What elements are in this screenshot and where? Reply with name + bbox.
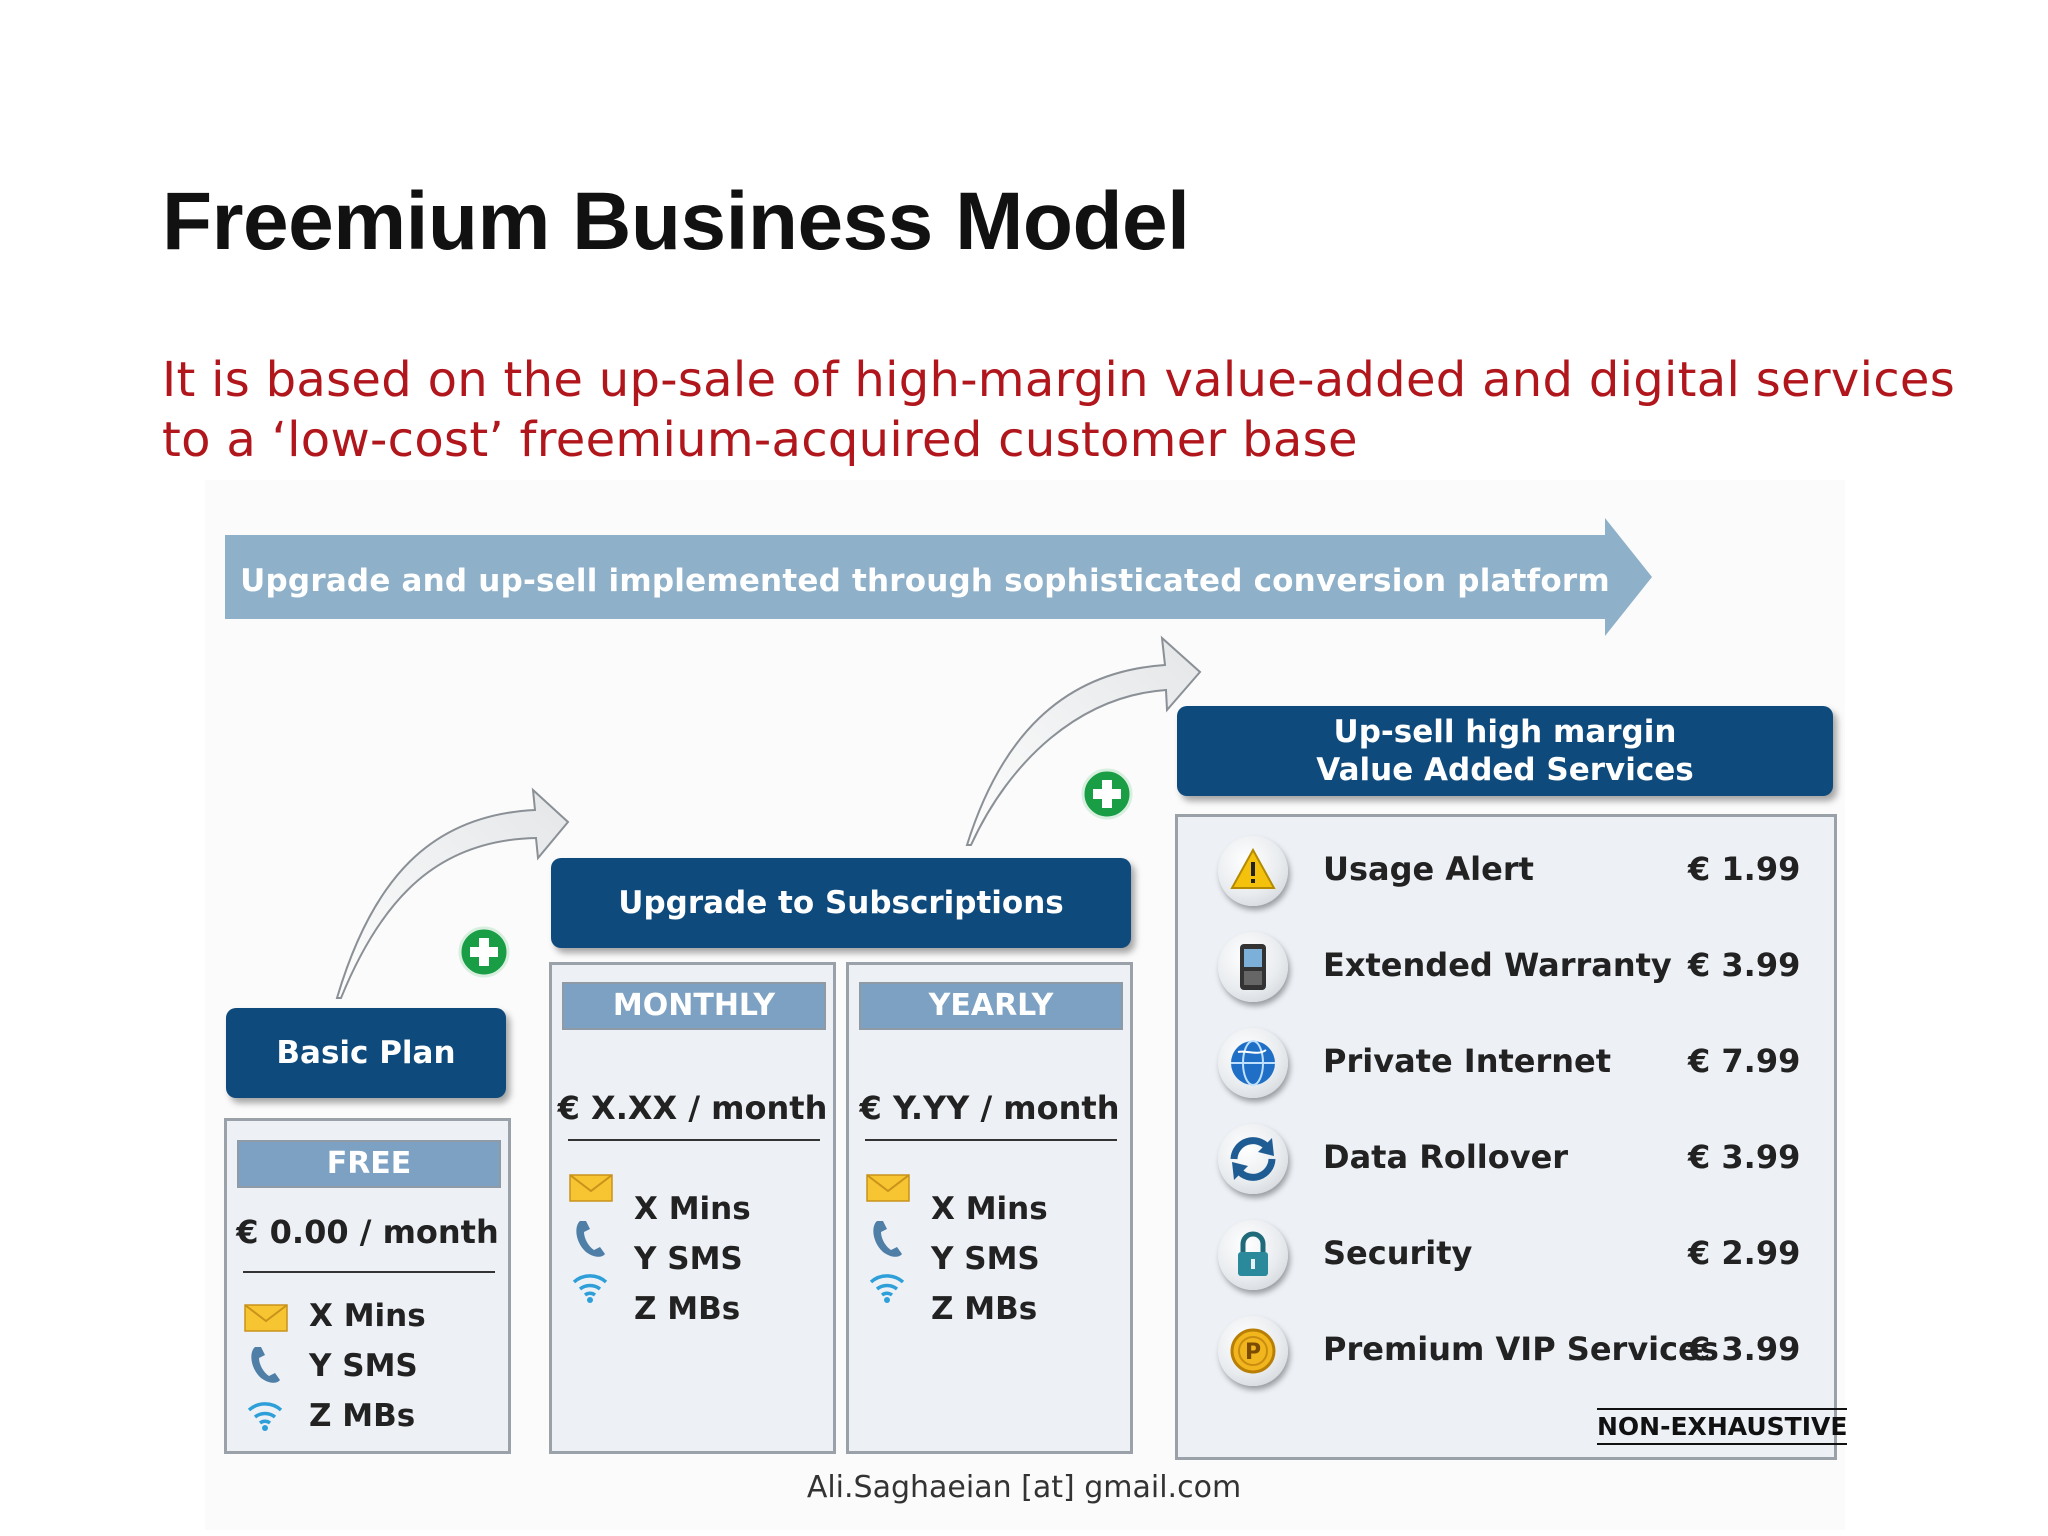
phone-handset-icon — [251, 1347, 280, 1383]
plus-icon — [1081, 768, 1133, 820]
vas-row-data-rollover: Data Rollover € 3.99 — [1208, 1120, 1808, 1200]
non-exhaustive-note: NON-EXHAUSTIVE — [1597, 1408, 1848, 1445]
footer-email: Ali.Saghaeian [at] gmail.com — [806, 1470, 1242, 1505]
subtitle-line-1: It is based on the up-sale of high-margi… — [162, 352, 1956, 408]
slide-title: Freemium Business Model — [162, 176, 1190, 267]
vas-header-line-2: Value Added Services — [1316, 752, 1694, 788]
feature-sms: Y SMS — [931, 1241, 1040, 1277]
monthly-panel: MONTHLY € X.XX / month X Mins Y SMS Z MB… — [549, 962, 836, 1454]
vas-header: Up-sell high margin Value Added Services — [1177, 706, 1833, 796]
phone-icon — [1218, 932, 1288, 1002]
tier-label-monthly: MONTHLY — [562, 982, 826, 1030]
wifi-icon — [247, 1402, 283, 1431]
feature-sms: Y SMS — [634, 1241, 743, 1277]
phone-handset-icon — [873, 1221, 902, 1257]
wifi-icon — [869, 1274, 905, 1303]
divider — [568, 1139, 820, 1141]
basic-plan-header: Basic Plan — [226, 1008, 506, 1098]
coin-icon: P — [1218, 1316, 1288, 1386]
vas-row-usage-alert: Usage Alert € 1.99 — [1208, 832, 1808, 912]
feature-mbs: Z MBs — [634, 1291, 741, 1327]
curve-arrow-2 — [965, 635, 1202, 846]
divider — [865, 1139, 1117, 1141]
feature-mbs: Z MBs — [309, 1398, 416, 1434]
feature-mbs: Z MBs — [931, 1291, 1038, 1327]
globe-icon — [1218, 1028, 1288, 1098]
basic-price: € 0.00 / month — [236, 1213, 499, 1251]
curve-arrow-1 — [335, 787, 570, 999]
warning-icon — [1218, 836, 1288, 906]
envelope-icon — [866, 1174, 910, 1202]
vas-row-premium-vip: P Premium VIP Services € 3.99 — [1208, 1312, 1808, 1392]
phone-handset-icon — [576, 1221, 605, 1257]
yearly-panel: YEARLY € Y.YY / month X Mins Y SMS Z MBs — [846, 962, 1133, 1454]
vas-row-extended-warranty: Extended Warranty € 3.99 — [1208, 928, 1808, 1008]
vas-row-private-internet: Private Internet € 7.99 — [1208, 1024, 1808, 1104]
feature-mins: X Mins — [634, 1191, 751, 1227]
subtitle-line-2: to a ‘low-cost’ freemium-acquired custom… — [162, 412, 1358, 468]
yearly-price: € Y.YY / month — [859, 1089, 1120, 1127]
banner-text: Upgrade and up-sell implemented through … — [240, 563, 1610, 599]
wifi-icon — [572, 1274, 608, 1303]
envelope-icon — [569, 1174, 613, 1202]
divider — [243, 1271, 495, 1273]
lock-icon — [1218, 1220, 1288, 1290]
basic-plan-panel: FREE € 0.00 / month X Mins Y SMS Z MBs — [224, 1118, 511, 1454]
vas-row-security: Security € 2.99 — [1208, 1216, 1808, 1296]
feature-sms: Y SMS — [309, 1348, 418, 1384]
envelope-icon — [244, 1304, 288, 1332]
upgrade-banner-arrow — [225, 518, 1652, 636]
feature-mins: X Mins — [931, 1191, 1048, 1227]
vas-header-line-1: Up-sell high margin — [1333, 714, 1677, 750]
monthly-price: € X.XX / month — [557, 1089, 828, 1127]
plus-icon — [458, 926, 510, 978]
tier-label-free: FREE — [237, 1140, 501, 1188]
feature-mins: X Mins — [309, 1298, 426, 1334]
refresh-icon — [1218, 1124, 1288, 1194]
subscriptions-header: Upgrade to Subscriptions — [551, 858, 1131, 948]
tier-label-yearly: YEARLY — [859, 982, 1123, 1030]
svg-text:P: P — [1245, 1340, 1261, 1365]
